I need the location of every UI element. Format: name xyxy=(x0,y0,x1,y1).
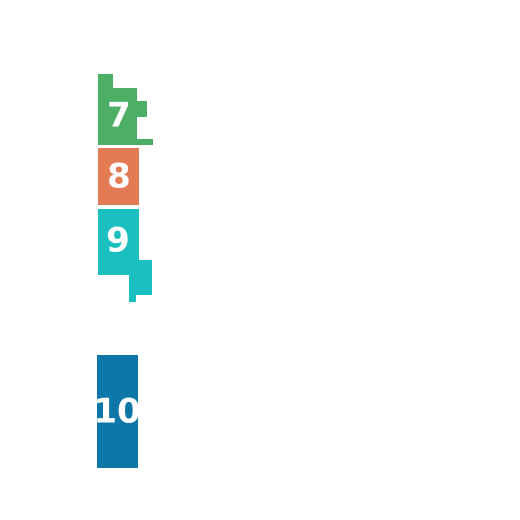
region-8-label: 8 xyxy=(107,157,131,197)
region-10-shape[interactable] xyxy=(97,355,138,468)
region-9-label: 9 xyxy=(106,221,130,261)
region-7-shape[interactable] xyxy=(98,74,153,145)
region-8-shape[interactable] xyxy=(98,148,139,205)
region-9[interactable]: 9 xyxy=(98,209,152,302)
region-7[interactable]: 7 xyxy=(98,74,153,145)
region-10[interactable]: 10 xyxy=(93,355,141,468)
region-7-label: 7 xyxy=(107,96,131,136)
region-9-shape[interactable] xyxy=(98,209,152,302)
region-8[interactable]: 8 xyxy=(98,148,139,205)
region-10-label: 10 xyxy=(93,392,140,432)
